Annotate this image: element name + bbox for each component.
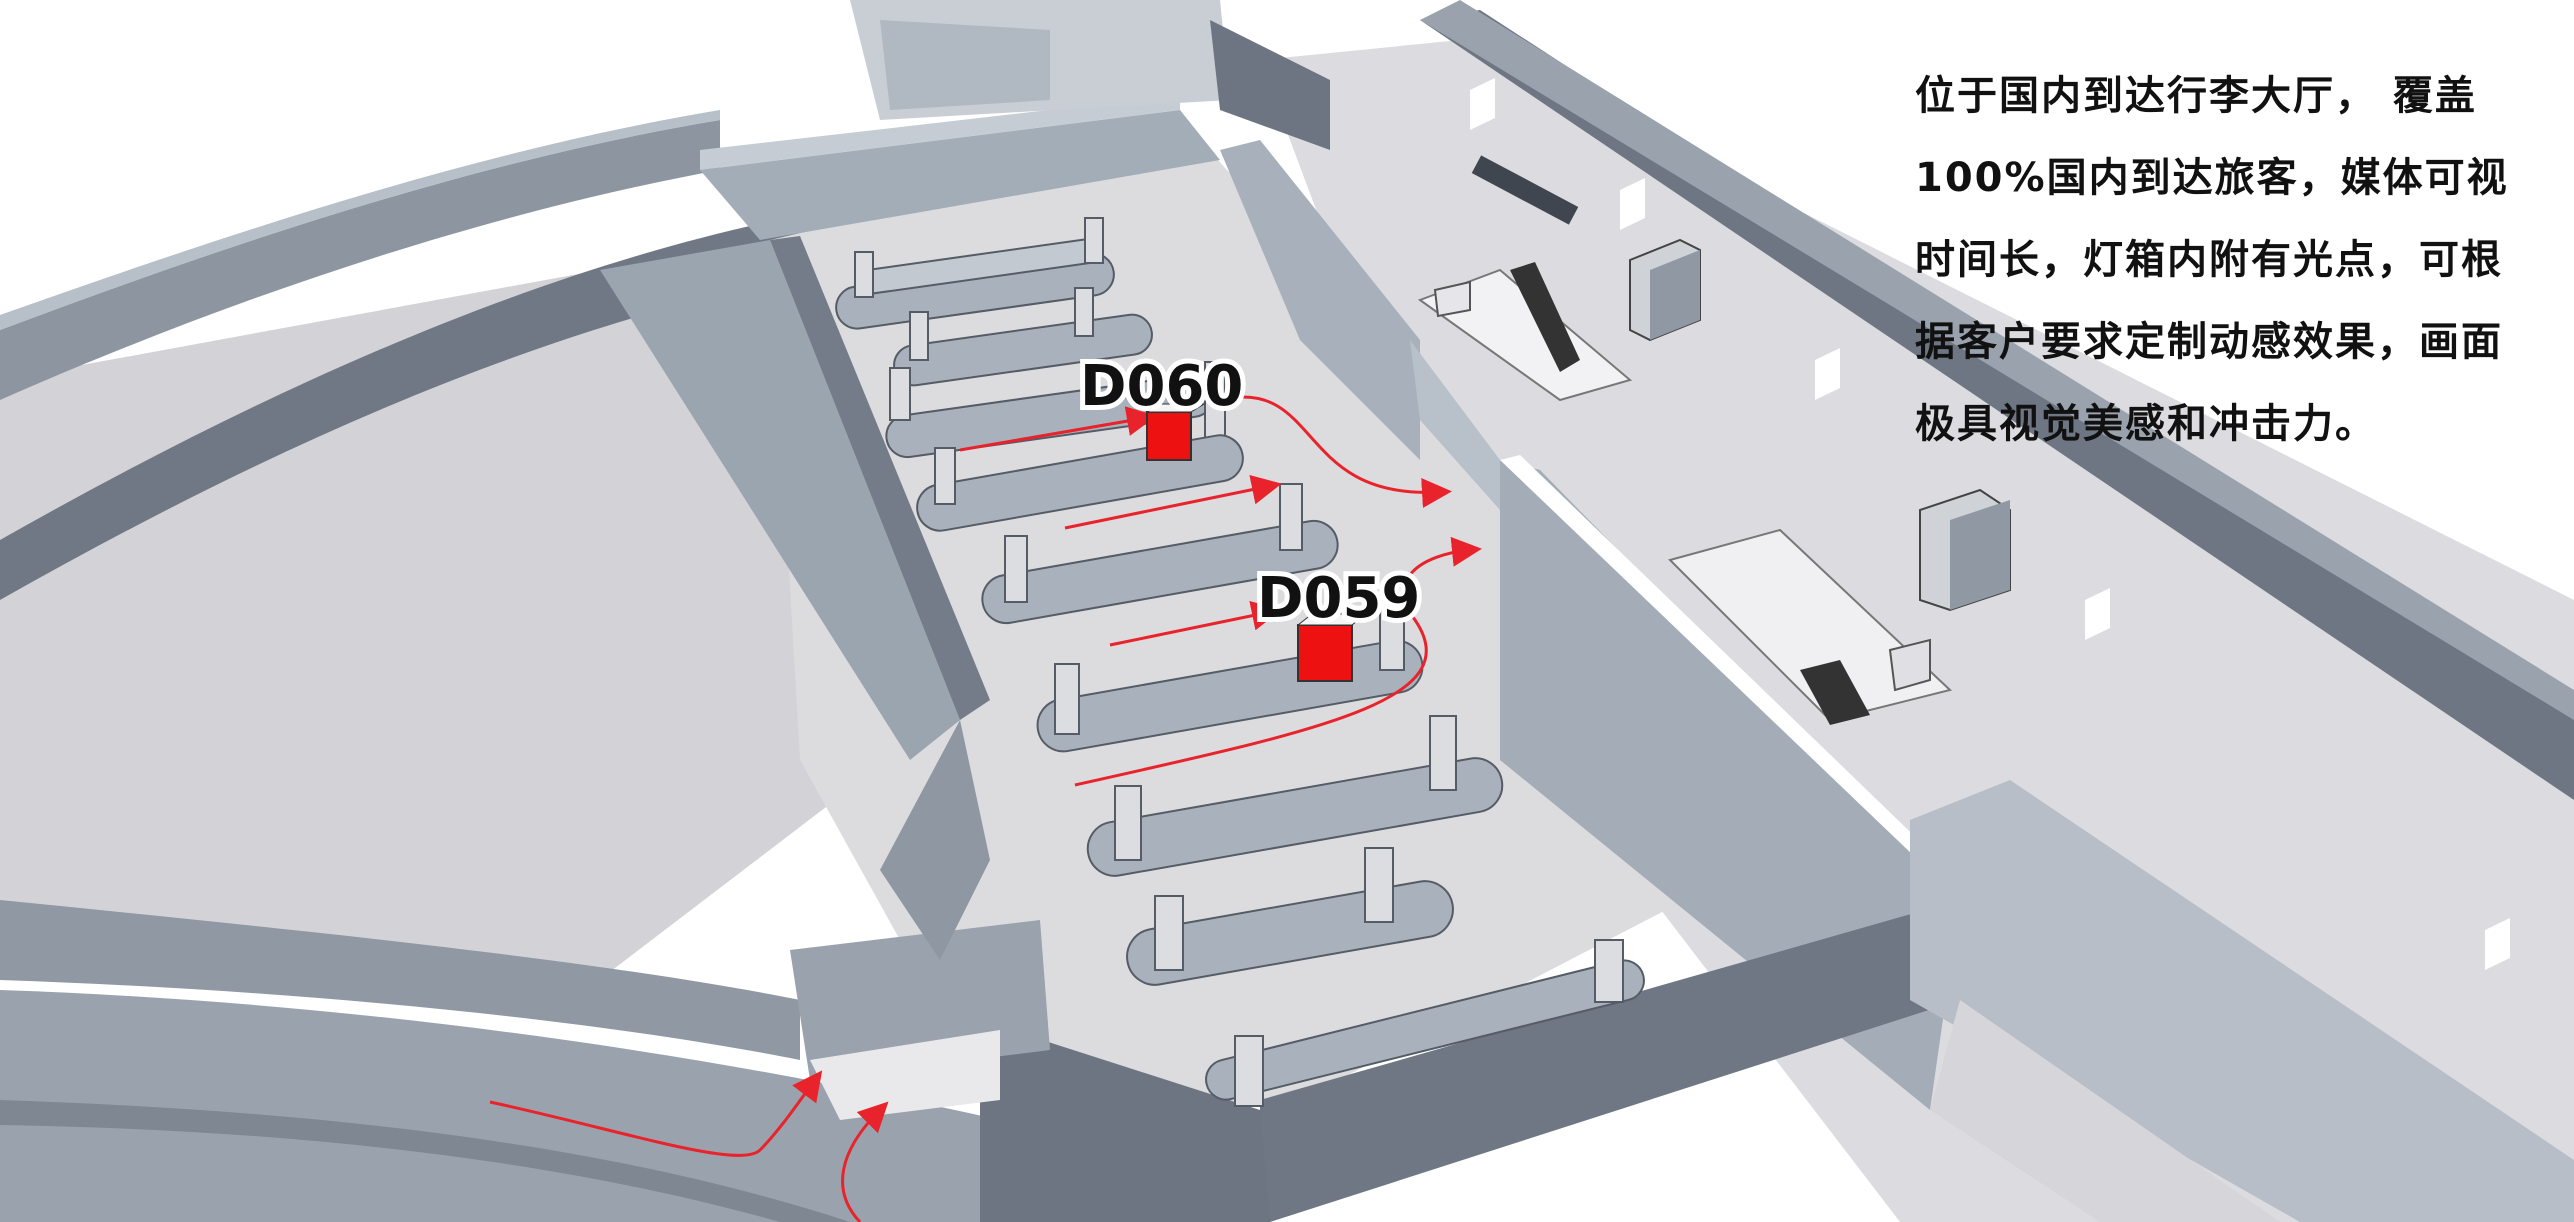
entry-passage-side — [880, 720, 990, 960]
baggage-hall-floor — [770, 140, 1820, 1120]
hall-left-wall-face — [770, 236, 990, 720]
right-concourse-floor — [1260, 40, 2574, 1222]
kiosk-upper — [1629, 238, 1701, 342]
description-line-1: 位于国内到达行李大厅， 覆盖 — [1915, 73, 2477, 119]
left-upper-wall-top — [0, 110, 720, 330]
escalator-upper — [1417, 262, 1633, 402]
carousel-1 — [835, 217, 1115, 330]
carousel-9 — [1205, 939, 1645, 1107]
top-structure-b — [880, 20, 1050, 110]
vent-grille — [1471, 155, 1579, 225]
flow-arrow-5 — [1074, 536, 1482, 787]
marker-label-d060: D060 — [1080, 354, 1243, 419]
description-text: 位于国内到达行李大厅， 覆盖 100%国内到达旅客，媒体可视 时间长，灯箱内附有… — [1915, 55, 2555, 465]
hall-right-corner — [1410, 340, 1500, 510]
hall-left-wall — [600, 240, 960, 760]
flow-arrow-3 — [1109, 600, 1282, 647]
right-outer-wall — [1420, 10, 2574, 800]
passenger-flow-arrows — [489, 395, 1482, 1222]
flow-arrow-2 — [1064, 474, 1282, 530]
description-line-5: 极具视觉美感和冲击力。 — [1915, 401, 2377, 447]
hall-front-wall-b — [980, 1020, 1270, 1222]
carousel-7 — [1086, 715, 1504, 877]
escalator-lower — [1668, 528, 1953, 725]
flow-arrow-6 — [489, 1070, 823, 1157]
carousel-2 — [893, 287, 1153, 387]
left-upper-wall — [0, 120, 720, 400]
lower-right-room-floor — [1930, 1000, 2280, 1222]
description-line-2: 100%国内到达旅客，媒体可视 — [1915, 155, 2509, 201]
lower-right-room — [1910, 780, 2574, 1222]
hall-right-wall — [1220, 140, 1420, 460]
flow-arrow-1 — [959, 406, 1157, 452]
carousel-5 — [981, 483, 1339, 625]
entry-passage-floor — [810, 1030, 1000, 1120]
description-line-3: 时间长，灯箱内附有光点，可根 — [1915, 237, 2503, 283]
bottom-left-wall — [0, 900, 800, 1060]
right-wall-windows — [1470, 78, 2510, 970]
ad-box-d060 — [1145, 403, 1206, 461]
hall-back-wall-top — [700, 95, 1180, 170]
carousel-3 — [885, 361, 1226, 459]
ad-box-d059 — [1296, 613, 1368, 682]
description-line-4: 据客户要求定制动感效果，画面 — [1915, 319, 2503, 365]
carousel-8 — [1126, 847, 1454, 986]
bottom-left-floor — [0, 990, 1000, 1222]
marker-label-d059: D059 — [1257, 566, 1420, 631]
hall-back-wall — [700, 110, 1220, 240]
hall-front-wall — [1260, 900, 1960, 1222]
bottom-left-curb — [0, 1100, 850, 1222]
flow-arrow-7 — [841, 1101, 889, 1222]
hall-right-wall-2-face — [1500, 455, 1960, 900]
kiosk-lower — [1919, 488, 2011, 612]
top-structure-c — [1210, 20, 1330, 150]
flow-arrow-4 — [1229, 395, 1452, 508]
right-outer-wall-top — [1420, 0, 2574, 720]
